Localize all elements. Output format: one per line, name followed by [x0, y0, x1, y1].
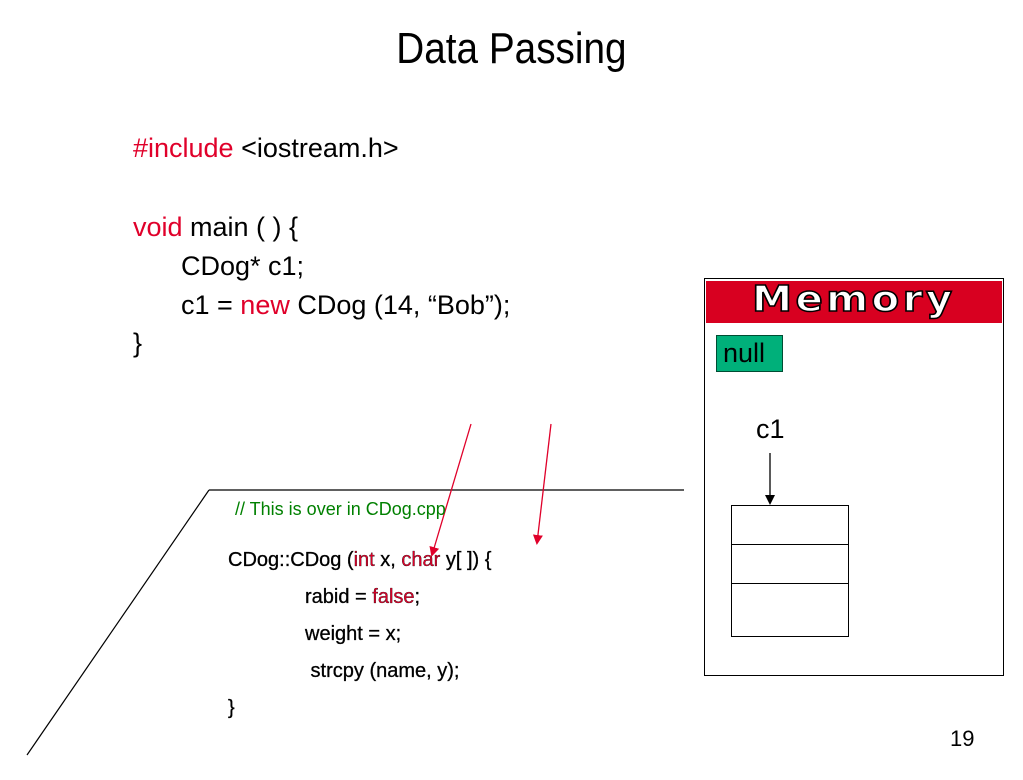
assign-lhs: c1 =	[181, 290, 241, 320]
arg-arrow-int	[429, 423, 472, 557]
keyword-void: void	[133, 212, 183, 242]
keyword-int: int	[353, 549, 375, 571]
memory-panel	[704, 278, 1004, 676]
param-y: y[ ]) {	[440, 549, 492, 571]
code-line-main: void main ( ) {	[133, 212, 298, 242]
param-x: x,	[374, 549, 402, 571]
assign-rhs: CDog (14, “Bob”);	[289, 290, 511, 320]
main-signature: main ( ) {	[182, 212, 299, 242]
memory-header	[706, 281, 1002, 323]
code-line-close: }	[133, 328, 143, 358]
keyword-include: #include	[133, 133, 234, 163]
keyword-false: false	[372, 586, 415, 608]
ctor-name: CDog::CDog (	[228, 549, 354, 571]
ctor-signature: CDog::CDog (int x, char y[ ]) {	[228, 548, 492, 572]
null-badge: null	[716, 335, 783, 372]
memory-cell	[731, 544, 849, 584]
pointer-label-c1: c1	[756, 414, 785, 444]
ctor-line-strcpy: strcpy (name, y);	[305, 660, 460, 682]
ctor-line-close: }	[228, 697, 235, 719]
panel-slant-line	[26, 489, 210, 756]
slide-number: 19	[950, 726, 975, 751]
code-line-decl: CDog* c1;	[181, 251, 305, 281]
rabid-assign: rabid =	[305, 586, 373, 608]
keyword-new: new	[240, 290, 290, 320]
slide-title: Data Passing	[396, 24, 627, 73]
keyword-char: char	[401, 549, 441, 571]
ctor-line-rabid: rabid = false;	[305, 585, 420, 609]
memory-cell	[731, 583, 849, 637]
arg-arrow-char	[532, 423, 552, 545]
include-target: <iostream.h>	[233, 133, 399, 163]
memory-title: Memory	[751, 278, 956, 321]
code-line-assign: c1 = new CDog (14, “Bob”);	[181, 290, 510, 320]
rabid-semicolon: ;	[414, 586, 421, 608]
memory-cell	[731, 505, 849, 545]
ctor-line-weight: weight = x;	[305, 623, 402, 645]
code-comment: // This is over in CDog.cpp	[235, 499, 446, 519]
code-line-include: #include <iostream.h>	[133, 133, 399, 163]
